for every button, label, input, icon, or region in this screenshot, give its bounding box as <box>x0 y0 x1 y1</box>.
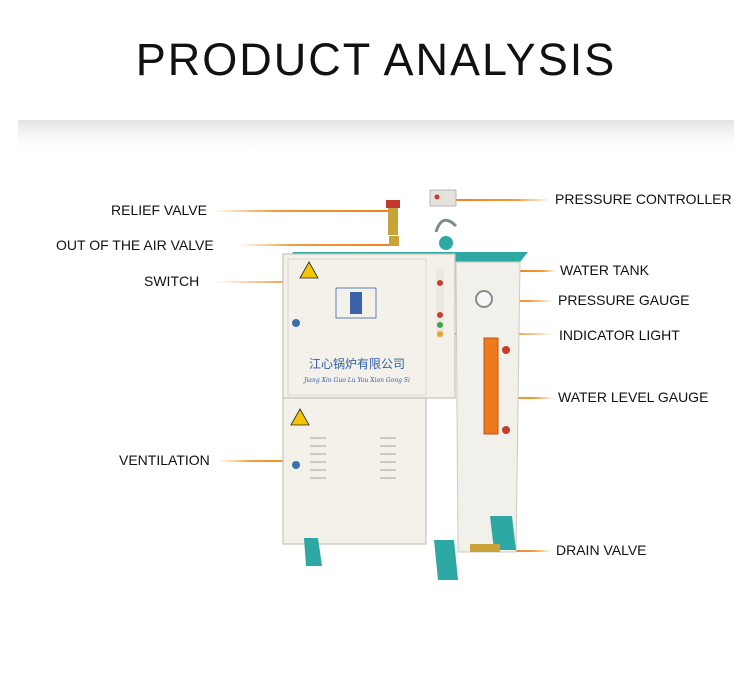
switch-light <box>437 280 443 286</box>
pressure-gauge-dial <box>475 290 493 308</box>
water-level-tube <box>483 337 499 435</box>
label-pressure-gauge: PRESSURE GAUGE <box>558 292 690 308</box>
brand-chinese: 江心锅炉有限公司 <box>309 356 405 371</box>
leader-relief-valve <box>212 210 390 212</box>
label-ventilation: VENTILATION <box>119 452 210 468</box>
brand-pinyin: Jiang Xin Guo Lu You Xian Gong Si <box>302 377 410 384</box>
label-relief-valve: RELIEF VALVE <box>111 202 207 218</box>
warning-sign-lower <box>290 408 310 426</box>
upper-door-lock <box>292 319 300 327</box>
indicator-amber <box>437 331 443 337</box>
top-fitting <box>439 236 453 250</box>
logo-mark-inner <box>350 292 362 314</box>
label-pressure-controller: PRESSURE CONTROLLER <box>555 191 732 207</box>
upper-door <box>287 258 427 396</box>
indicator-green <box>437 322 443 328</box>
warning-sign-upper <box>299 261 319 279</box>
page-title: PRODUCT ANALYSIS <box>135 34 617 85</box>
relief-valve-cap <box>386 200 400 208</box>
title-divider <box>18 120 734 148</box>
controller-dot <box>434 194 440 200</box>
label-indicator-light: INDICATOR LIGHT <box>559 327 680 343</box>
leader-water-level-gauge <box>495 397 555 399</box>
gauge-valve-bottom <box>502 426 510 434</box>
label-switch: SWITCH <box>144 273 200 289</box>
leader-pressure-controller <box>448 199 552 201</box>
top-pipe <box>434 218 458 233</box>
logo-mark <box>335 287 377 319</box>
ventilation-slots-left <box>310 437 326 479</box>
leader-ventilation <box>218 460 318 462</box>
relief-valve-body <box>388 205 398 235</box>
ventilation-slots-right <box>380 437 396 479</box>
air-valve <box>389 236 399 246</box>
gauge-valve-top <box>502 346 510 354</box>
lower-door-lock <box>292 461 300 469</box>
leg-front-right <box>434 540 458 580</box>
leader-water-tank <box>518 270 556 272</box>
leg-back-right <box>490 516 516 550</box>
drain-valve <box>470 544 500 552</box>
indicator-red <box>437 312 443 318</box>
label-drain-valve: DRAIN VALVE <box>556 542 647 558</box>
leg-front-left <box>304 538 322 566</box>
label-out-of-air-valve: OUT OF THE AIR VALVE <box>56 237 214 253</box>
leader-out-of-air-valve <box>238 244 398 246</box>
leader-drain-valve <box>500 550 552 552</box>
label-water-level-gauge: WATER LEVEL GAUGE <box>558 389 709 405</box>
pressure-controller-box <box>429 189 457 207</box>
label-water-tank: WATER TANK <box>560 262 649 278</box>
control-strip <box>436 268 444 338</box>
steam-generator-illustration: 江心锅炉有限公司 Jiang Xin Guo Lu You Xian Gong … <box>282 189 528 580</box>
